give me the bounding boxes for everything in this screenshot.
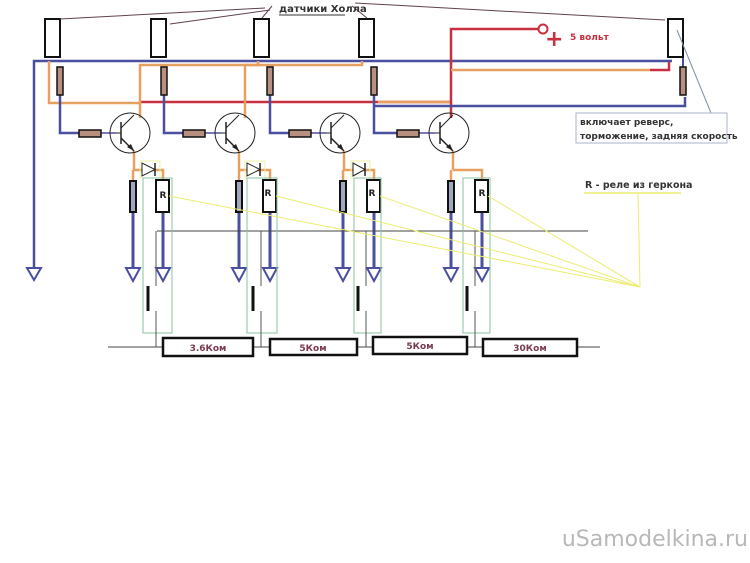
relay-pointer-1: [168, 195, 641, 288]
reverse-supply-wire: [650, 62, 671, 72]
ground-arrow-relay-3: [365, 267, 383, 284]
ground-arrow-relay-2: [261, 267, 279, 284]
hall-sensor-5: [667, 18, 684, 58]
relay-frame-1: [142, 177, 173, 334]
reverse-note-pointer: [676, 29, 712, 114]
plus-sign: +: [545, 27, 563, 52]
transistor-3: [319, 112, 361, 154]
relay-frame-3: [353, 177, 382, 334]
transistor-collector-2: [225, 114, 240, 129]
load-resistor-3: [339, 180, 347, 213]
load-resistor-1: [129, 180, 137, 213]
relay-pointer-2: [275, 195, 641, 288]
relay-note-pointer-stem: [637, 193, 641, 288]
reverse-note-line2: торможение, задняя скорость: [580, 132, 738, 142]
chain-resistor-4: [481, 337, 579, 358]
relay-3-mark: R: [369, 189, 376, 199]
hall-pointer-3: [261, 5, 273, 19]
chain-resistor-4-label: 30Ком: [513, 344, 546, 354]
chain-resistor-2: [268, 337, 359, 357]
diode-3: [352, 162, 367, 177]
ground-arrow-load-1: [124, 267, 142, 284]
hall-sensors-label: датчики Холла: [279, 4, 367, 15]
wires-layer: [25, 23, 687, 348]
relay-1-mark: R: [160, 191, 167, 201]
hall-sensor-4: [358, 18, 375, 58]
relay-pointer-3: [379, 195, 641, 288]
transistor-arrow-1: [127, 144, 134, 151]
hall-sensor-2: [150, 18, 167, 58]
pullup-resistor-1: [56, 66, 64, 96]
chain-resistor-2-label: 5Ком: [299, 344, 326, 354]
transistor-2: [214, 112, 256, 154]
diode-2: [246, 162, 262, 177]
components-layer: [44, 18, 687, 358]
transistor-body-1: [109, 112, 151, 154]
ground-arrow-load-3: [334, 267, 352, 284]
supply-5v-wire: [449, 27, 539, 118]
transistor-body-3: [319, 112, 361, 154]
annotation-pointers: [59, 2, 712, 288]
relay-2-mark: R: [265, 189, 272, 199]
transistor-1: [109, 112, 151, 154]
relay-frame-4: [462, 177, 491, 334]
base-resistor-4: [396, 129, 420, 138]
supply-terminal: [537, 23, 549, 35]
relay-note-label: R - реле из геркона: [585, 180, 692, 191]
base-wire-4: [372, 95, 397, 135]
base-resistor-3: [288, 129, 312, 138]
relay-4-mark: R: [479, 189, 486, 199]
relay-pointer-4: [487, 195, 641, 288]
signal-wire-3: [243, 61, 364, 118]
five-volt-label: 5 вольт: [570, 33, 610, 43]
base-wire-2: [162, 95, 183, 135]
reverse-ground-wire: [374, 97, 687, 108]
base-resistor-2: [182, 129, 206, 138]
chain-resistor-1-label: 3.6Ком: [190, 344, 227, 354]
ground-arrow-load-2: [230, 267, 248, 284]
pullup-resistor-2: [160, 66, 168, 96]
pullup-resistor-4: [370, 66, 378, 96]
base-wire-3: [268, 95, 289, 135]
reverse-note-box: [575, 112, 728, 144]
chain-resistor-3-label: 5Ком: [406, 342, 433, 352]
signal-wire-1: [47, 61, 140, 105]
hall-pointer-4: [351, 5, 368, 19]
base-wire-1: [58, 95, 79, 135]
transistor-body-4: [428, 112, 470, 154]
signal-wire-2: [138, 61, 260, 118]
chain-resistor-3: [371, 335, 469, 356]
transistor-arrow-3: [337, 144, 344, 151]
transistor-collector-1: [120, 114, 135, 129]
diode-1: [141, 162, 157, 177]
ground-arrow-left: [25, 267, 43, 282]
ground-arrow-load-4: [442, 267, 460, 284]
transistor-4: [428, 112, 470, 154]
transistor-arrow-2: [232, 144, 239, 151]
hall-pointer-1: [59, 7, 266, 20]
transistor-arrow-4: [446, 144, 453, 151]
chain-resistor-1: [161, 336, 255, 358]
transistor-body-2: [214, 112, 256, 154]
load-resistor-4: [447, 180, 455, 213]
hall-pointer-2: [169, 9, 271, 25]
ground-arrow-relay-4: [473, 267, 491, 284]
hall-sensor-1: [44, 18, 61, 58]
ground-arrow-relay-1: [154, 267, 172, 284]
pullup-resistor-3: [266, 66, 274, 96]
transistor-collector-4: [439, 114, 454, 129]
watermark: uSamodelkina.ru: [562, 527, 748, 552]
load-resistor-2: [235, 180, 243, 213]
transistor-collector-3: [330, 114, 345, 129]
hall-pointer-5: [354, 2, 666, 21]
base-resistor-1: [78, 129, 102, 138]
output-wire-4: [453, 168, 484, 180]
reverse-note-line1: включает реверс,: [580, 118, 673, 128]
pullup-resistor-5: [679, 66, 687, 96]
hall-sensor-3: [253, 18, 270, 58]
relay-frame-2: [246, 177, 278, 334]
ground-bus: [32, 59, 672, 268]
